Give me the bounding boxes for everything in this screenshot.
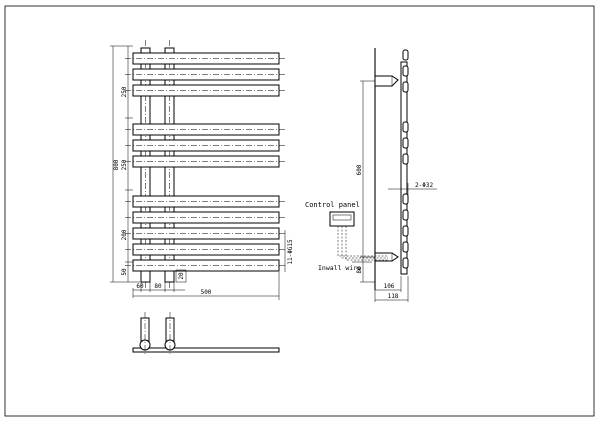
dim-group-mid: 250 xyxy=(121,159,128,170)
dim-depth-outer: 118 xyxy=(388,293,399,300)
drawing-border xyxy=(4,5,595,417)
pipe-spec-label: 11-ΦG15 xyxy=(287,239,294,265)
dim-depth-inner: 106 xyxy=(384,283,395,290)
control-panel-group: Control panel Inwall wire xyxy=(305,201,388,272)
control-panel-box xyxy=(329,211,355,227)
dim-bottom-height: 80 xyxy=(356,266,363,274)
dim-group-low: 200 xyxy=(121,229,128,240)
dim-group-top: 250 xyxy=(121,86,128,97)
front-view: 800 250 250 200 50 60 80 20 500 xyxy=(110,40,294,300)
bar-group-middle xyxy=(125,123,285,168)
dim-bracket-distance: 600 xyxy=(356,164,363,175)
side-pipe-label: 2-Φ32 xyxy=(415,182,433,189)
dim-pipe-spacing: 80 xyxy=(154,283,162,290)
side-view: 600 80 106 118 2-Φ32 xyxy=(356,48,437,302)
bar-group-top xyxy=(125,52,285,97)
plan-view xyxy=(132,312,280,356)
control-panel-label: Control panel xyxy=(305,201,360,209)
inwall-wire-label: Inwall wire xyxy=(318,264,361,272)
side-dimensions: 600 80 106 118 2-Φ32 xyxy=(356,80,437,302)
bar-group-lower xyxy=(125,195,285,272)
dim-height-total: 800 xyxy=(113,159,120,170)
dim-width-total: 500 xyxy=(201,289,212,296)
dim-left-offset: 60 xyxy=(136,283,144,290)
dim-small-gap: 20 xyxy=(178,272,185,280)
front-dimensions: 800 250 250 200 50 60 80 20 500 xyxy=(110,45,294,300)
dim-bottom-offset: 50 xyxy=(121,268,128,276)
bar-end-caps xyxy=(402,49,409,269)
